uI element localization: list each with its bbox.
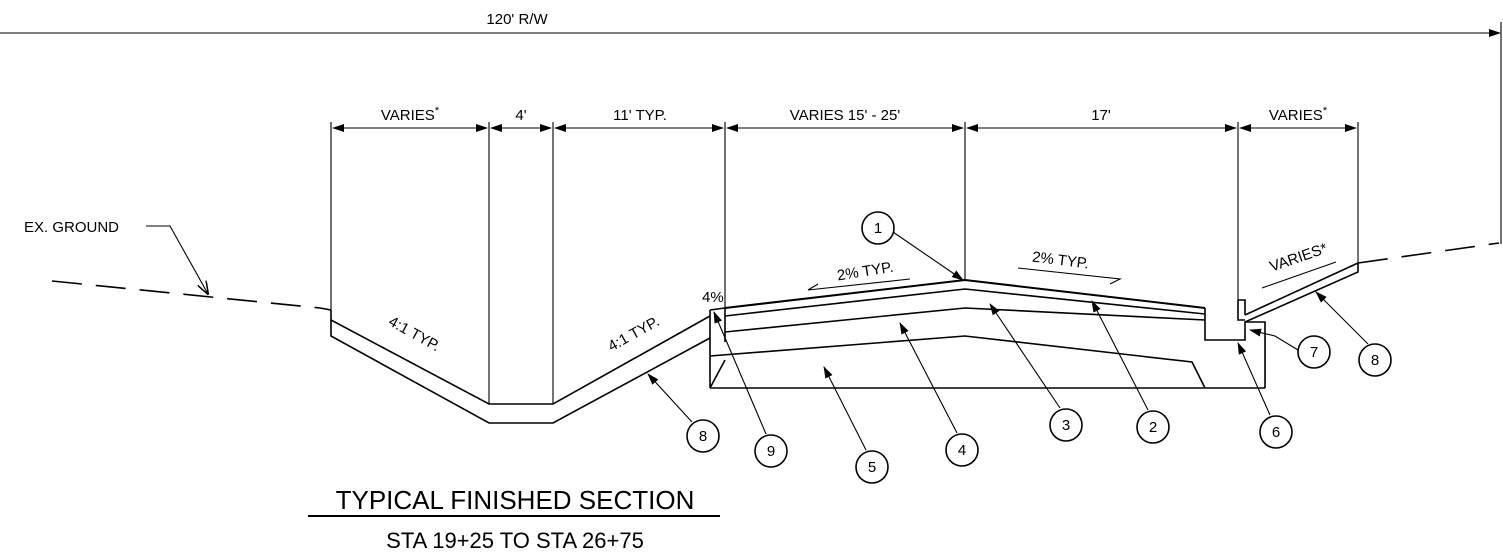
existing-ground: EX. GROUND [24,219,1500,311]
svg-text:5: 5 [868,459,876,476]
pavement-section [709,278,1265,389]
curb-and-gutter [1204,262,1359,388]
section-title: TYPICAL FINISHED SECTION [336,485,695,515]
svg-text:4: 4 [958,442,966,459]
svg-text:3: 3 [1062,417,1070,434]
shoulder: 4% [702,289,726,332]
cross-slope-left: 2% TYP. [807,259,911,291]
slope-label-left-ditch: 4:1 TYP. [386,313,443,355]
callout-5: 5 [823,366,889,484]
station-range: STA 19+25 TO STA 26+75 [386,528,644,553]
cross-slope-left-label: 2% TYP. [836,259,895,285]
cross-slope-right-label: 2% TYP. [1031,249,1090,273]
callout-8-left: 8 [647,373,720,453]
extension-lines [330,122,1359,404]
callout-9: 9 [713,311,788,468]
left-ditch: 4:1 TYP. 4:1 TYP. [330,310,711,424]
right-of-way-label: 120' R/W [486,11,548,28]
slope-label-right-ditch: 4:1 TYP. [605,313,662,355]
svg-text:1: 1 [874,220,882,237]
title-block: TYPICAL FINISHED SECTION STA 19+25 TO ST… [308,485,720,553]
callout-7: 7 [1249,328,1331,369]
cross-slope-right: 2% TYP. [1017,249,1122,285]
dim-lane-right: 17' [1091,107,1111,124]
existing-ground-label: EX. GROUND [24,219,119,236]
callout-2: 2 [1091,300,1170,444]
varies-slope: VARIES* [1261,240,1337,289]
dim-varies-left: VARIES* [381,105,440,124]
svg-text:7: 7 [1310,344,1318,361]
varies-slope-label: VARIES* [1268,240,1330,276]
svg-text:9: 9 [767,443,775,460]
callout-8-right: 8 [1315,291,1392,377]
svg-text:8: 8 [1371,352,1379,369]
svg-text:8: 8 [699,428,707,445]
callout-1: 1 [861,211,964,281]
callout-4: 4 [899,322,979,467]
svg-text:6: 6 [1272,424,1280,441]
shoulder-slope-label: 4% [702,289,724,306]
dim-varies-center: VARIES 15' - 25' [790,107,901,124]
dim-varies-right: VARIES* [1269,105,1328,124]
dim-ditch-bottom: 4' [515,107,526,124]
callout-3: 3 [989,303,1083,442]
callout-6: 6 [1237,342,1293,449]
svg-text:2: 2 [1149,419,1157,436]
right-of-way-dimension: 120' R/W [0,11,1502,244]
dim-lane-left: 11' TYP. [613,107,667,124]
